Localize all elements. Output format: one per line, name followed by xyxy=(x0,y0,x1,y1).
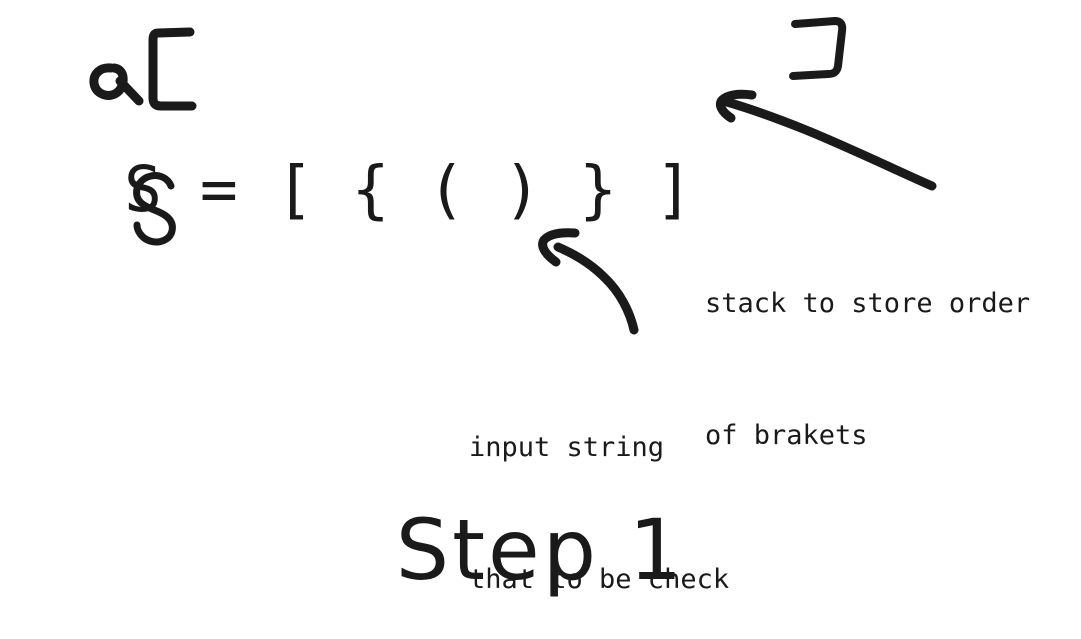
input-annotation: input string that to be check xyxy=(469,338,729,639)
equation-rest: S = [ { ( ) } ] xyxy=(124,152,693,226)
equation-variable-s xyxy=(70,150,176,246)
handwritten-a-bracket-svg xyxy=(89,27,197,111)
handwritten-s-svg xyxy=(132,172,176,246)
equation-row: S = [ { ( ) } ] xyxy=(70,148,693,246)
input-annotation-line-1: input string xyxy=(469,432,665,463)
input-annotation-line-2: that to be check xyxy=(469,564,730,595)
input-annotation-arrowhead-icon xyxy=(538,228,580,267)
handwritten-a-bracket-glyph xyxy=(78,22,208,114)
stack-annotation-line-1: stack to store order xyxy=(705,288,1031,319)
step-title: Step 1 xyxy=(395,501,686,599)
drawn-closing-bracket-icon xyxy=(789,17,847,80)
stack-annotation-line-2: of brakets xyxy=(705,420,868,451)
stack-annotation: stack to store order of brakets xyxy=(705,194,1030,546)
stack-annotation-arrowhead-icon xyxy=(715,89,757,123)
stack-annotation-arrow-icon xyxy=(722,97,937,191)
input-annotation-arrow-icon xyxy=(553,242,639,335)
